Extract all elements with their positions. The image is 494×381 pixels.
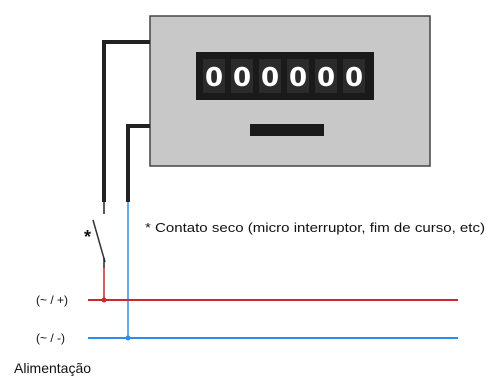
dry-contact-switch	[92, 202, 106, 268]
digit-6: 0	[345, 63, 363, 93]
counter-reset-bar	[250, 124, 324, 136]
negative-label: (~ / -)	[36, 331, 65, 345]
switch-asterisk: *	[84, 227, 91, 247]
contact-note: * Contato seco (micro interruptor, fim d…	[145, 220, 485, 235]
digit-2: 0	[233, 63, 251, 93]
negative-junction	[125, 335, 131, 341]
digit-1: 0	[205, 63, 223, 93]
counter-digits: 0 0 0 0 0 0	[203, 59, 365, 93]
digit-3: 0	[261, 63, 279, 93]
digit-4: 0	[289, 63, 307, 93]
positive-label: (~ / +)	[36, 293, 68, 307]
digit-5: 0	[317, 63, 335, 93]
supply-label: Alimentação	[14, 360, 91, 376]
positive-junction	[101, 297, 107, 303]
wire-right-black	[126, 124, 150, 202]
wire-left-black	[102, 40, 150, 202]
